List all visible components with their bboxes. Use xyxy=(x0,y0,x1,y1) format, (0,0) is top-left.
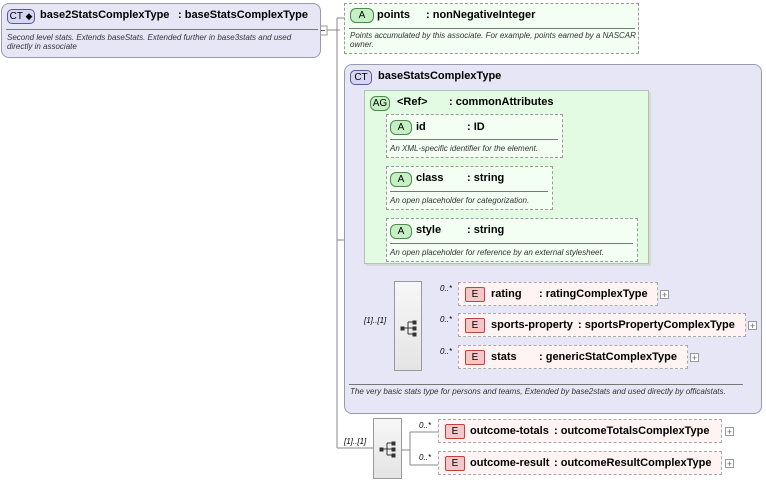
root-documentation: Second level stats. Extends baseStats. E… xyxy=(7,33,292,51)
sequence-icon xyxy=(400,320,417,337)
inner-sequence-multiplicity: [1]..[1] xyxy=(364,316,387,325)
element-type: : sportsPropertyComplexType xyxy=(578,319,735,331)
element-badge: E xyxy=(465,318,485,333)
divider xyxy=(390,139,558,140)
outer-sequence-compositor[interactable] xyxy=(373,418,402,479)
occurrence-label: 0..* xyxy=(440,347,453,356)
element-badge: E xyxy=(465,350,485,365)
element-badge: E xyxy=(465,287,485,302)
attribute-badge: A xyxy=(390,120,412,135)
attribute-group-ref: <Ref> xyxy=(397,96,428,108)
attribute-type: : nonNegativeInteger xyxy=(426,9,536,21)
attribute-type: : string xyxy=(467,172,505,184)
attribute-documentation: Points accumulated by this associate. Fo… xyxy=(350,31,636,49)
attribute-badge: A xyxy=(350,8,374,23)
divider xyxy=(390,243,633,244)
element-badge: E xyxy=(445,424,465,439)
expand-button[interactable]: + xyxy=(690,353,699,363)
attribute-badge: A xyxy=(390,224,412,239)
occurrence-label: 0..* xyxy=(419,453,432,462)
element-name: rating xyxy=(491,288,522,300)
root-base-type: : baseStatsComplexType xyxy=(178,9,309,21)
attribute-style[interactable]: A style : string An open placeholder for… xyxy=(386,218,638,262)
element-name: stats xyxy=(491,351,517,363)
expand-button[interactable]: + xyxy=(748,321,757,331)
element-outcome-result[interactable]: E outcome-result : outcomeResultComplexT… xyxy=(438,451,722,475)
element-badge: E xyxy=(445,456,465,471)
attribute-name: style xyxy=(416,224,442,236)
complex-type-badge: CT ◆ xyxy=(7,9,35,24)
attribute-documentation: An open placeholder for reference by an … xyxy=(390,248,604,257)
base-type-name: baseStatsComplexType xyxy=(378,70,502,82)
complex-type-badge: CT xyxy=(350,70,372,85)
root-type-name: base2StatsComplexType xyxy=(40,9,170,21)
attribute-name: points xyxy=(377,9,410,21)
attribute-id[interactable]: A id : ID An XML-specific identifier for… xyxy=(386,114,563,158)
element-rating[interactable]: E rating : ratingComplexType xyxy=(458,282,658,306)
element-type: : outcomeResultComplexType xyxy=(554,457,712,469)
attribute-badge: A xyxy=(390,172,412,187)
divider xyxy=(390,191,548,192)
attribute-type: : ID xyxy=(467,121,485,133)
expand-button[interactable]: + xyxy=(725,459,734,469)
outer-sequence-multiplicity: [1]..[1] xyxy=(344,437,367,446)
base-type-documentation: The very basic stats type for persons an… xyxy=(350,387,726,396)
occurrence-label: 0..* xyxy=(440,315,453,324)
attribute-name: id xyxy=(416,121,426,133)
occurrence-label: 0..* xyxy=(419,421,432,430)
attribute-points[interactable]: A points : nonNegativeInteger Points acc… xyxy=(344,3,639,54)
expand-button[interactable]: + xyxy=(660,290,669,300)
element-type: : genericStatComplexType xyxy=(539,351,677,363)
element-type: : ratingComplexType xyxy=(539,288,648,300)
divider xyxy=(349,28,635,29)
element-type: : outcomeTotalsComplexType xyxy=(554,425,710,437)
element-name: outcome-totals xyxy=(470,425,549,437)
attribute-class[interactable]: A class : string An open placeholder for… xyxy=(386,166,553,210)
attribute-documentation: An open placeholder for categorization. xyxy=(390,196,530,205)
divider xyxy=(6,29,318,30)
attribute-group-badge: AG xyxy=(370,96,390,111)
root-complex-type[interactable]: CT ◆ base2StatsComplexType : baseStatsCo… xyxy=(1,3,321,58)
attribute-type: : string xyxy=(467,224,505,236)
divider xyxy=(349,384,743,385)
sequence-icon xyxy=(379,441,396,458)
element-stats[interactable]: E stats : genericStatComplexType xyxy=(458,345,688,369)
element-outcome-totals[interactable]: E outcome-totals : outcomeTotalsComplexT… xyxy=(438,419,722,443)
element-sports-property[interactable]: E sports-property : sportsPropertyComple… xyxy=(458,313,746,337)
element-name: sports-property xyxy=(491,319,573,331)
inner-sequence-compositor[interactable] xyxy=(394,281,422,371)
attribute-documentation: An XML-specific identifier for the eleme… xyxy=(390,144,539,153)
element-name: outcome-result xyxy=(470,457,550,469)
occurrence-label: 0..* xyxy=(440,284,453,293)
expand-button[interactable]: + xyxy=(725,427,734,437)
attribute-name: class xyxy=(416,172,444,184)
attribute-group-type: : commonAttributes xyxy=(449,96,554,108)
